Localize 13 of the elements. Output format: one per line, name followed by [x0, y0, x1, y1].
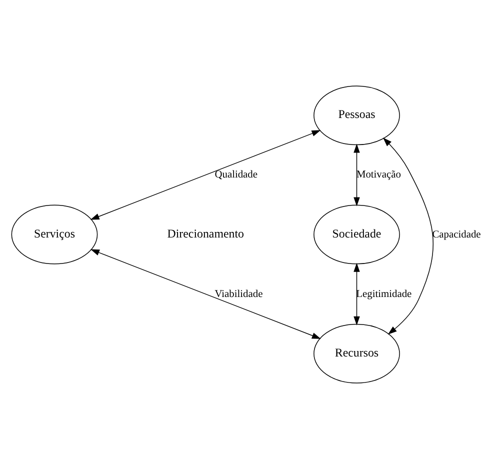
edge-label: Legitimidade: [356, 288, 412, 300]
node-ellipse: Serviços: [11, 204, 98, 264]
arrow: [90, 249, 321, 339]
edge-label: Viabilidade: [214, 288, 263, 300]
node-ellipse: Sociedade: [314, 204, 400, 264]
arrow: [354, 262, 360, 326]
node-ellipse: Recursos: [314, 324, 400, 384]
arrow: [382, 138, 434, 334]
edge-label: Qualidade: [214, 170, 258, 181]
edge-label: Motivação: [356, 170, 401, 181]
label: Direcionamento: [167, 226, 244, 240]
arrow: [90, 130, 321, 220]
arrow: [354, 144, 360, 206]
